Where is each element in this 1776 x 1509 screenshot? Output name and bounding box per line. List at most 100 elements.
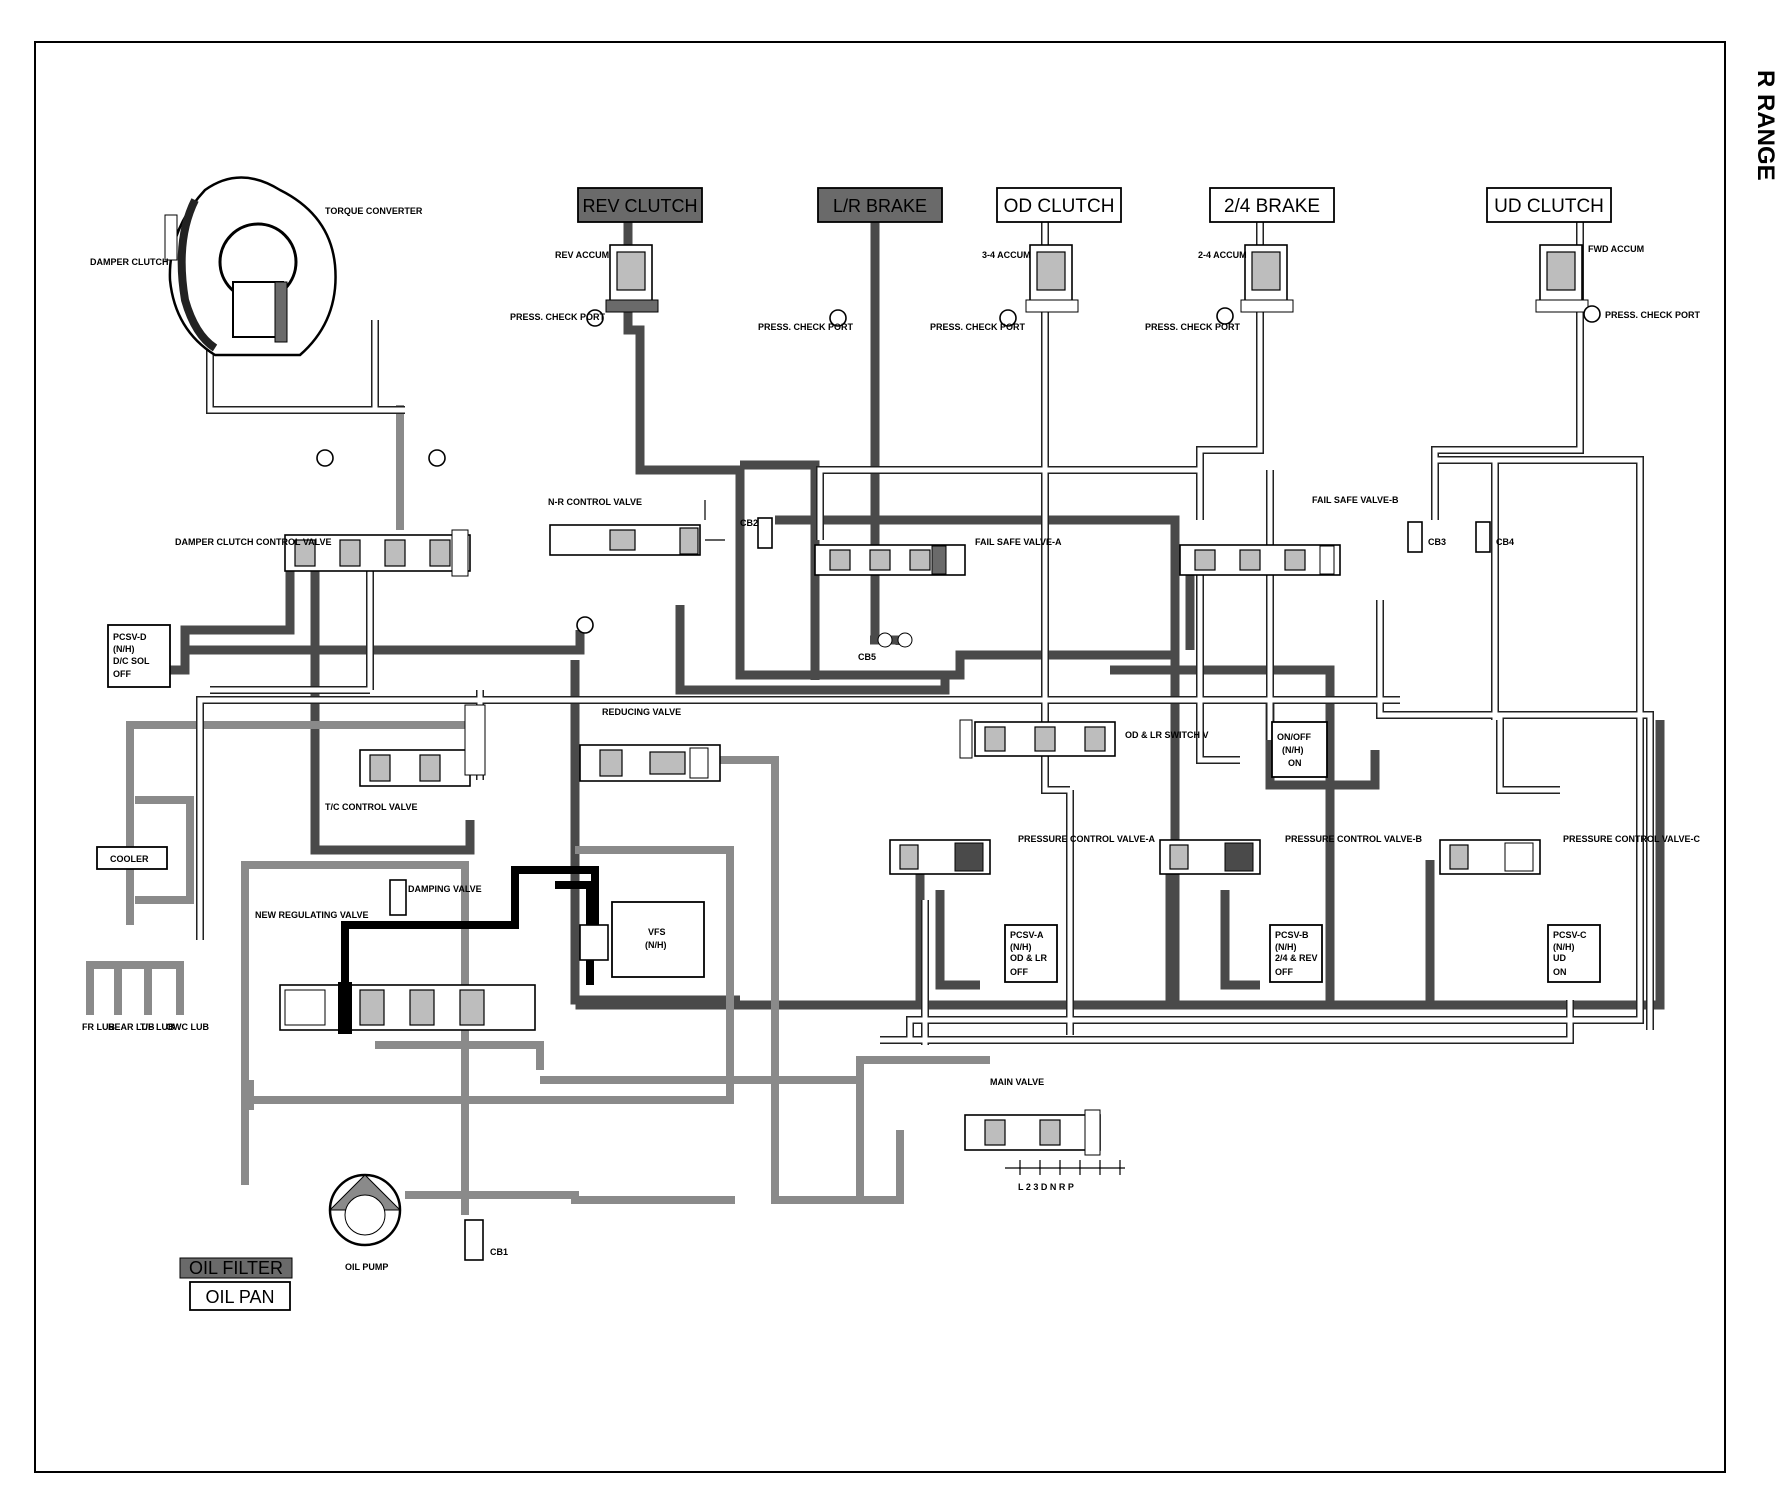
check-port-ud-icon [1583,305,1601,323]
cb1-label: CB1 [490,1247,508,1257]
fail-safe-valve-a [814,544,966,576]
pressure-control-valve-b [1159,839,1261,875]
cb4-label: CB4 [1496,537,1514,547]
cb2-icon [757,517,773,549]
pcsv-d-line2: (N/H) [113,644,135,654]
pcsv-d-line4: OFF [113,669,131,679]
onoff-box [1271,721,1328,778]
pcsv-b-box [1269,924,1323,983]
rev-accumulator [605,244,659,313]
clutch-boxes: REV CLUTCH L/R BRAKE OD CLUTCH 2/4 BRAKE… [577,187,1612,223]
gauge-right-icon [428,449,446,467]
tc-control-valve [359,704,486,787]
cb5-label: CB5 [858,652,876,662]
cb1-icon [464,1219,484,1261]
solenoids: PCSV-D (N/H) D/C SOL OFF ON/OFF (N/H) ON… [107,624,1601,983]
cb3-icon [1407,521,1423,553]
pcsv-a-line4: OFF [1010,967,1028,977]
fail-safe-a-label: FAIL SAFE VALVE-A [975,537,1062,547]
accum-34-label: 3-4 ACCUM [982,250,1031,260]
tc-control-label: T/C CONTROL VALVE [325,802,418,812]
pcsv-c-line3: UD [1553,953,1566,963]
cb4-icon [1475,521,1491,553]
diagram-frame [34,41,1726,1473]
damping-valve [389,879,407,916]
nr-control-valve [549,500,725,556]
pressure-control-valve-c [1439,839,1541,875]
accum-34 [1025,244,1079,313]
spool-valves: DAMPER CLUTCH CONTROL VALVE N-R CONTROL … [175,495,1701,1192]
lr-brake-label: L/R BRAKE [833,196,927,216]
pcsv-b-line4: OFF [1275,967,1293,977]
nr-control-label: N-R CONTROL VALVE [548,497,642,507]
misc-components: COOLER FR LUB REAR LUB T/F LUB OWC LUB O… [82,846,402,1311]
cb2-label: CB2 [740,518,758,528]
check-port-lr-label: PRESS. CHECK PORT [758,322,854,332]
vfs-line2: (N/H) [645,940,667,950]
damper-clutch-label: DAMPER CLUTCH [90,257,169,267]
od-lr-switch-label: OD & LR SWITCH V [1125,730,1209,740]
fail-safe-valve-b [1179,544,1341,576]
oil-filter-box [179,1257,293,1279]
onoff-line2: (N/H) [1282,745,1304,755]
pressure-check-ports: PRESS. CHECK PORT PRESS. CHECK PORT PRES… [316,305,1701,634]
check-port-rev-icon [586,309,604,327]
rev-accum-label: REV ACCUM [555,250,609,260]
reducing-valve-label: REDUCING VALVE [602,707,681,717]
lr-brake-box [817,187,943,223]
range-title: R RANGE [1752,70,1776,181]
damper-clutch-control-label: DAMPER CLUTCH CONTROL VALVE [175,537,332,547]
gauge-left-icon [316,449,334,467]
check-port-24-icon [1216,307,1234,325]
pressure-control-c-label: PRESSURE CONTROL VALVE-C [1563,834,1701,844]
check-port-ud-label: PRESS. CHECK PORT [1605,310,1701,320]
brake-24-box [1209,187,1335,223]
new-regulating-valve [279,982,536,1034]
new-regulating-label: NEW REGULATING VALVE [255,910,369,920]
pcsv-a-line2: (N/H) [1010,942,1032,952]
accum-24-label: 2-4 ACCUM [1198,250,1247,260]
accum-24 [1240,244,1294,313]
od-clutch-box [996,187,1122,223]
check-port-od-icon [999,309,1017,327]
ud-clutch-label: UD CLUTCH [1494,196,1604,217]
pcsv-a-line3: OD & LR [1010,953,1047,963]
pcsv-c-box [1547,924,1601,983]
rev-clutch-label: REV CLUTCH [582,196,697,216]
cb5-icon-b [897,632,913,648]
selector-positions: L 2 3 D N R P [1018,1182,1074,1192]
pressure-control-valve-a [889,839,991,875]
main-valve-label: MAIN VALVE [990,1077,1044,1087]
pcsv-d-line3: D/C SOL [113,656,150,666]
check-balls: CB2 CB5 CB3 CB4 CB1 [464,517,1514,1261]
onoff-line3: ON [1288,758,1302,768]
fwd-accumulator [1535,244,1589,313]
gauge-reducing-icon [576,616,594,634]
vfs-box [611,901,705,978]
pressure-control-b-label: PRESSURE CONTROL VALVE-B [1285,834,1423,844]
vfs-valve [579,924,609,961]
accumulators: REV ACCUM 3-4 ACCUM 2-4 ACCUM FWD ACCUM [555,244,1644,313]
vfs-signal-line [341,866,599,985]
rev-clutch-box [577,187,703,223]
cb3-label: CB3 [1428,537,1446,547]
main-valve [964,1109,1125,1175]
damping-valve-label: DAMPING VALVE [408,884,482,894]
oil-pan-box [189,1281,291,1311]
pcsv-a-line1: PCSV-A [1010,930,1044,940]
check-port-lr-icon [829,309,847,327]
cooler-box [96,846,168,870]
check-port-24-label: PRESS. CHECK PORT [1145,322,1241,332]
od-clutch-label: OD CLUTCH [1004,196,1115,217]
check-port-od-label: PRESS. CHECK PORT [930,322,1026,332]
pcsv-c-line2: (N/H) [1553,942,1575,952]
check-port-rev-label: PRESS. CHECK PORT [510,312,606,322]
lube-fr: FR LUB [82,1022,115,1032]
pcsv-c-line4: ON [1553,967,1567,977]
fwd-accum-label: FWD ACCUM [1588,244,1644,254]
pcsv-c-line1: PCSV-C [1553,930,1587,940]
pcsv-a-box [1004,924,1058,983]
ud-clutch-box [1486,187,1612,223]
